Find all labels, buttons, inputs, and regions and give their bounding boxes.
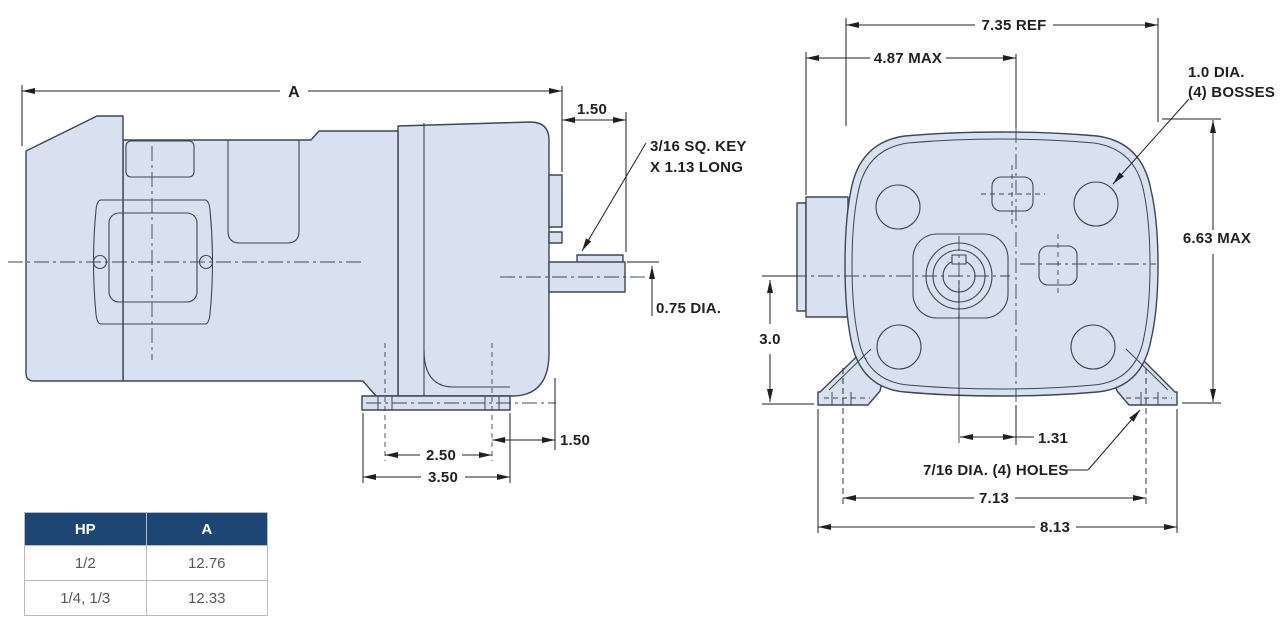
key-note-line2: X 1.13 LONG xyxy=(650,159,743,176)
dim-label-height-max: 6.63 MAX xyxy=(1183,230,1251,247)
dim-label-width-max: 4.87 MAX xyxy=(874,50,942,67)
table-header-a: A xyxy=(145,512,268,546)
end-view: 7.35 REF 4.87 MAX 1.0 DIA. (4) BOSSES xyxy=(759,17,1275,536)
junction-cover-inner xyxy=(108,212,198,303)
housing-inner-contour xyxy=(851,138,1151,390)
side-view-body xyxy=(25,115,626,411)
dim-shaft-offset: 1.31 xyxy=(960,405,1068,447)
dim-label-base-width: 8.13 xyxy=(1040,519,1070,536)
dim-label-bolt-span: 7.13 xyxy=(979,490,1009,507)
key-note-line1: 3/16 SQ. KEY xyxy=(650,138,747,155)
table-header-row: HP A xyxy=(24,512,268,546)
dim-label-bolt-spacing: 2.50 xyxy=(426,447,456,464)
boss-top-left xyxy=(875,184,921,230)
lifting-lug xyxy=(227,140,300,244)
table-cell-a-row2: 12.33 xyxy=(145,580,268,616)
boss-top-right xyxy=(1073,181,1119,227)
dim-height-max: 6.63 MAX xyxy=(1162,118,1251,404)
boss-note-line2: (4) BOSSES xyxy=(1188,84,1275,101)
dim-shaft-centerline-height: 3.0 xyxy=(759,275,814,405)
boss-note-line1: 1.0 DIA. xyxy=(1188,64,1245,81)
table-row: 1/4, 1/3 12.33 xyxy=(24,580,268,616)
dim-base-width: 8.13 xyxy=(817,409,1178,536)
dim-label-shaft-offset: 1.31 xyxy=(1038,430,1068,447)
end-view-centerlines xyxy=(766,128,1172,507)
dim-bolt-hole-span: 7.13 xyxy=(843,490,1146,507)
side-view-centerlines xyxy=(8,146,645,461)
boss-bottom-left xyxy=(876,324,922,370)
key-note: 3/16 SQ. KEY X 1.13 LONG xyxy=(581,138,747,252)
gear-housing xyxy=(397,121,550,397)
flange xyxy=(805,196,849,318)
motor-body xyxy=(122,130,399,397)
dim-label-width-ref: 7.35 REF xyxy=(982,17,1047,34)
shaft-diameter-callout: 0.75 DIA. xyxy=(627,261,721,317)
dim-label-rear-to-shaft-end: 1.50 xyxy=(577,101,607,118)
table-header-hp: HP xyxy=(24,512,147,546)
end-view-body xyxy=(796,131,1178,406)
side-view: A 1.50 3/16 SQ. KEY X 1.13 LONG 0.75 DIA… xyxy=(8,84,747,486)
mounting-foot xyxy=(361,395,511,411)
mounting-holes-label: 7/16 DIA. (4) HOLES xyxy=(923,462,1069,479)
table-cell-hp-row1: 1/2 xyxy=(24,545,147,581)
end-view-dimensions: 7.35 REF 4.87 MAX 1.0 DIA. (4) BOSSES xyxy=(759,17,1275,536)
dim-label-foot-length: 3.50 xyxy=(428,469,458,486)
dim-foot-bolt-spacing: 2.50 xyxy=(385,447,492,464)
dim-width-max: 4.87 MAX xyxy=(805,50,1017,195)
mounting-holes-callout: 7/16 DIA. (4) HOLES xyxy=(923,409,1141,479)
table-cell-a-row1: 12.76 xyxy=(145,545,268,581)
table-cell-hp-row2: 1/4, 1/3 xyxy=(24,580,147,616)
dim-overall-length: A xyxy=(21,84,563,172)
junction-cover xyxy=(92,199,214,325)
dim-foot-length: 3.50 xyxy=(362,413,511,486)
dim-label-foot-to-rear: 1.50 xyxy=(560,432,590,449)
shaft-diameter-label: 0.75 DIA. xyxy=(656,300,721,317)
hp-dimension-table: HP A 1/2 12.76 1/4, 1/3 12.33 xyxy=(24,512,268,616)
dim-foot-to-rear-face: 1.50 xyxy=(492,378,590,450)
table-row: 1/2 12.76 xyxy=(24,545,268,581)
flange-lip xyxy=(796,202,807,312)
dim-label-a: A xyxy=(288,84,300,101)
housing-tab-lower xyxy=(548,231,563,244)
housing-tab-upper xyxy=(548,174,563,228)
dim-rear-to-shaft-end: 1.50 xyxy=(562,101,627,252)
nameplate xyxy=(125,140,195,178)
dim-label-shaft-height: 3.0 xyxy=(759,331,780,348)
boss-bottom-right xyxy=(1070,324,1116,370)
dim-width-reference: 7.35 REF xyxy=(845,17,1159,126)
conduit-box xyxy=(25,115,124,382)
side-view-dimensions: A 1.50 3/16 SQ. KEY X 1.13 LONG 0.75 DIA… xyxy=(21,84,747,486)
boss-callout: 1.0 DIA. (4) BOSSES xyxy=(1112,64,1275,185)
